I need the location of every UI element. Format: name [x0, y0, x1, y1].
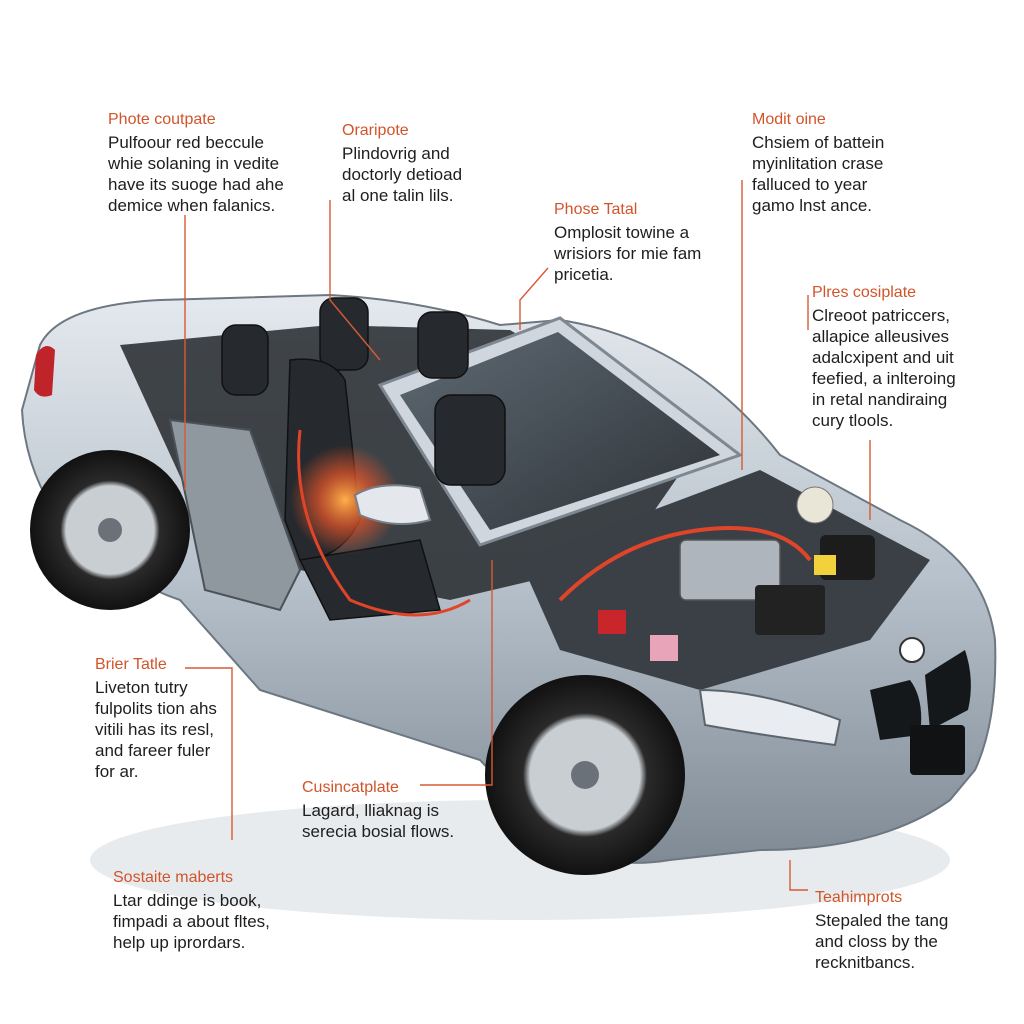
callout-line: Stepaled the tang	[815, 911, 949, 930]
callout-line: falluced to year	[752, 175, 868, 194]
callout-title: Modit oine	[752, 111, 826, 128]
callout-line: gamo lnst ance.	[752, 196, 873, 215]
callout-line: demice when falanics.	[108, 196, 276, 215]
callout-line: help up iprordars.	[113, 933, 246, 952]
wiring-glow	[290, 445, 400, 555]
callout-middle-left: Brier Tatle Liveton tutry fulpolits tion…	[95, 655, 217, 782]
leader-lines	[184, 180, 871, 891]
callout-bottom-right: Teahimprots Stepaled the tang and closs …	[815, 888, 948, 973]
door-cutaway	[168, 418, 302, 612]
callout-title: Teahimprots	[815, 889, 903, 906]
side-mirror	[353, 484, 432, 525]
callout-line: have its suoge had ahe	[108, 175, 284, 194]
callout-line: vitili has its resl,	[95, 720, 215, 739]
callout-center: Phose Tatal Omplosit towine a wrisiors f…	[554, 200, 701, 285]
callout-line: allapice alleusives	[812, 327, 950, 346]
callout-line: Omplosit towine a	[554, 223, 690, 242]
callout-title: Phose Tatal	[554, 201, 638, 218]
callout-line: Chsiem of battein	[752, 133, 885, 152]
callout-line: Liveton tutry	[95, 678, 188, 697]
callout-line: and fareer fuler	[95, 741, 211, 760]
front-wheel	[485, 675, 685, 875]
front-end	[698, 637, 971, 775]
callout-line: cury tlools.	[812, 411, 894, 430]
callout-bottom-left: Sostaite maberts Ltar ddinge is book, fi…	[113, 868, 270, 953]
callout-line: Plindovrig and	[342, 144, 450, 163]
callout-line: Clreoot patriccers,	[812, 306, 950, 325]
callout-line: feefied, a inlteroing	[812, 369, 956, 388]
callout-line: Ltar ddinge is book,	[113, 891, 262, 910]
callout-title: Oraripote	[342, 122, 409, 139]
callout-line: and closs by the	[815, 932, 938, 951]
engine-components	[297, 429, 875, 661]
rear-wheel	[30, 450, 190, 610]
callout-line: fulpolits tion ahs	[95, 699, 217, 718]
callout-line: fimpadi a about fltes,	[113, 912, 270, 931]
callout-title: Sostaite maberts	[113, 869, 234, 886]
callout-title: Phote coutpate	[108, 111, 216, 128]
callout-line: whie solaning in vedite	[108, 154, 280, 173]
callout-title: Plres cosiplate	[812, 284, 917, 301]
callout-line: Pulfoour red beccule	[108, 133, 264, 152]
callout-bottom-center: Cusincatplate Lagard, lliaknag is sereci…	[302, 778, 454, 842]
callout-line: wrisiors for mie fam	[554, 244, 702, 263]
callout-line: doctorly detioad	[342, 165, 463, 184]
callout-top-left: Phote coutpate Pulfoour red beccule whie…	[108, 110, 284, 216]
callout-line: for ar.	[95, 762, 139, 781]
callout-line: recknitbancs.	[815, 953, 916, 972]
callout-line: myinlitation crase	[752, 154, 884, 173]
rear-light	[34, 346, 55, 397]
callout-line: serecia bosial flows.	[302, 822, 455, 841]
callout-title: Brier Tatle	[95, 656, 167, 673]
callout-line: al one talin lils.	[342, 186, 454, 205]
callout-right: Plres cosiplate Clreoot patriccers, alla…	[812, 283, 956, 431]
callout-line: in retal nandiraing	[812, 390, 948, 409]
callout-top-center: Oraripote Plindovrig and doctorly detioa…	[342, 121, 462, 206]
callout-line: adalcxipent and uit	[812, 348, 954, 367]
callout-line: pricetia.	[554, 265, 614, 284]
callout-top-right: Modit oine Chsiem of battein myinlitatio…	[752, 110, 884, 216]
callout-line: Lagard, lliaknag is	[302, 801, 440, 820]
callout-title: Cusincatplate	[302, 779, 399, 796]
